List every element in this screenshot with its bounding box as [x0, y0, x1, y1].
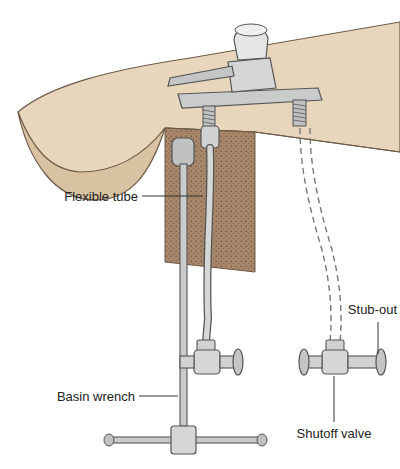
- faucet-body: [228, 58, 276, 92]
- part-label: Basin wrench: [57, 389, 135, 404]
- part-label: Stub-out: [348, 302, 397, 317]
- leader-line: [142, 196, 203, 197]
- flexible-tube: [206, 148, 210, 342]
- wrench-jaw: [172, 138, 194, 166]
- shutoff-valve: [194, 350, 220, 374]
- leader-line: [139, 396, 178, 397]
- basin-bowl: [18, 112, 165, 200]
- counter-edge: [165, 128, 400, 152]
- leader-line: [378, 322, 379, 354]
- faucet-spout: [168, 66, 234, 86]
- shutoff-valve: [322, 350, 348, 374]
- wrench-rod: [180, 164, 187, 426]
- part-label: Flexible tube: [64, 189, 138, 204]
- part-label: Shutoff valve: [297, 426, 372, 441]
- leader-line: [334, 376, 335, 422]
- stub-out-pipe: [348, 356, 378, 368]
- tube-outline: [300, 128, 331, 342]
